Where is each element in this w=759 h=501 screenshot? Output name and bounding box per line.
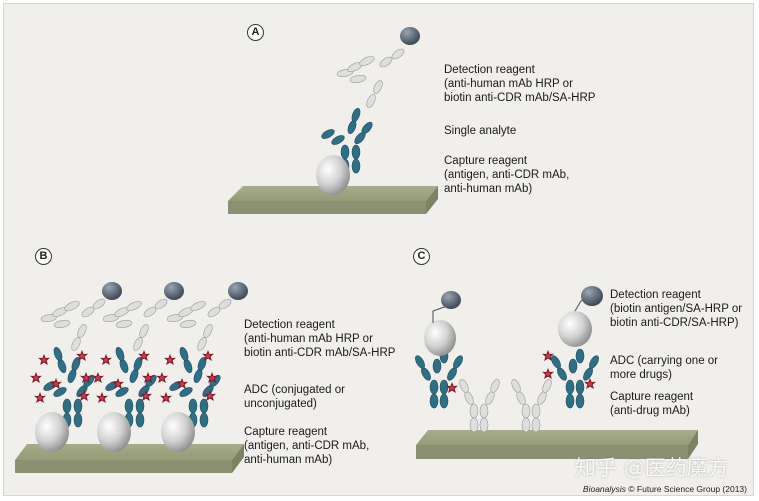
panel-a-analyte-label: Single analyte <box>444 124 516 138</box>
panel-c-adc-label: ADC (carrying one or more drugs) <box>610 354 718 382</box>
panel-a-analyte-sphere <box>316 155 350 195</box>
panel-a-detection-label: Detection reagent (anti-human mAb HRP or… <box>444 63 595 105</box>
credit-journal: Bioanalysis <box>583 484 626 494</box>
panel-b-antibodies <box>30 282 248 452</box>
panel-a-antibodies <box>316 27 420 195</box>
panel-b-unit-3 <box>156 282 248 452</box>
panel-b-capture-label: Capture reagent (antigen, anti-CDR mAb, … <box>244 425 369 467</box>
panel-a-capture-label: Capture reagent (antigen, anti-CDR mAb, … <box>444 154 569 196</box>
panel-b-detection-label: Detection reagent (anti-human mAb HRP or… <box>244 318 395 360</box>
panel-b-letter: B <box>35 248 52 265</box>
panel-c-antibodies <box>413 286 603 432</box>
watermark: 知乎 @医药魔方 <box>575 452 729 482</box>
panel-c-detection-label: Detection reagent (biotin antigen/SA-HRP… <box>610 288 742 330</box>
panel-a-letter: A <box>247 24 264 41</box>
panel-c-capture-label: Capture reagent (anti-drug mAb) <box>610 390 693 418</box>
panel-c-letter: C <box>413 248 430 265</box>
panel-b-adc-label: ADC (conjugated or unconjugated) <box>244 383 345 411</box>
credit-rest: © Future Science Group (2013) <box>626 484 747 494</box>
credit-line: Bioanalysis © Future Science Group (2013… <box>583 484 747 494</box>
panel-a-hrp-enzyme <box>400 27 420 45</box>
